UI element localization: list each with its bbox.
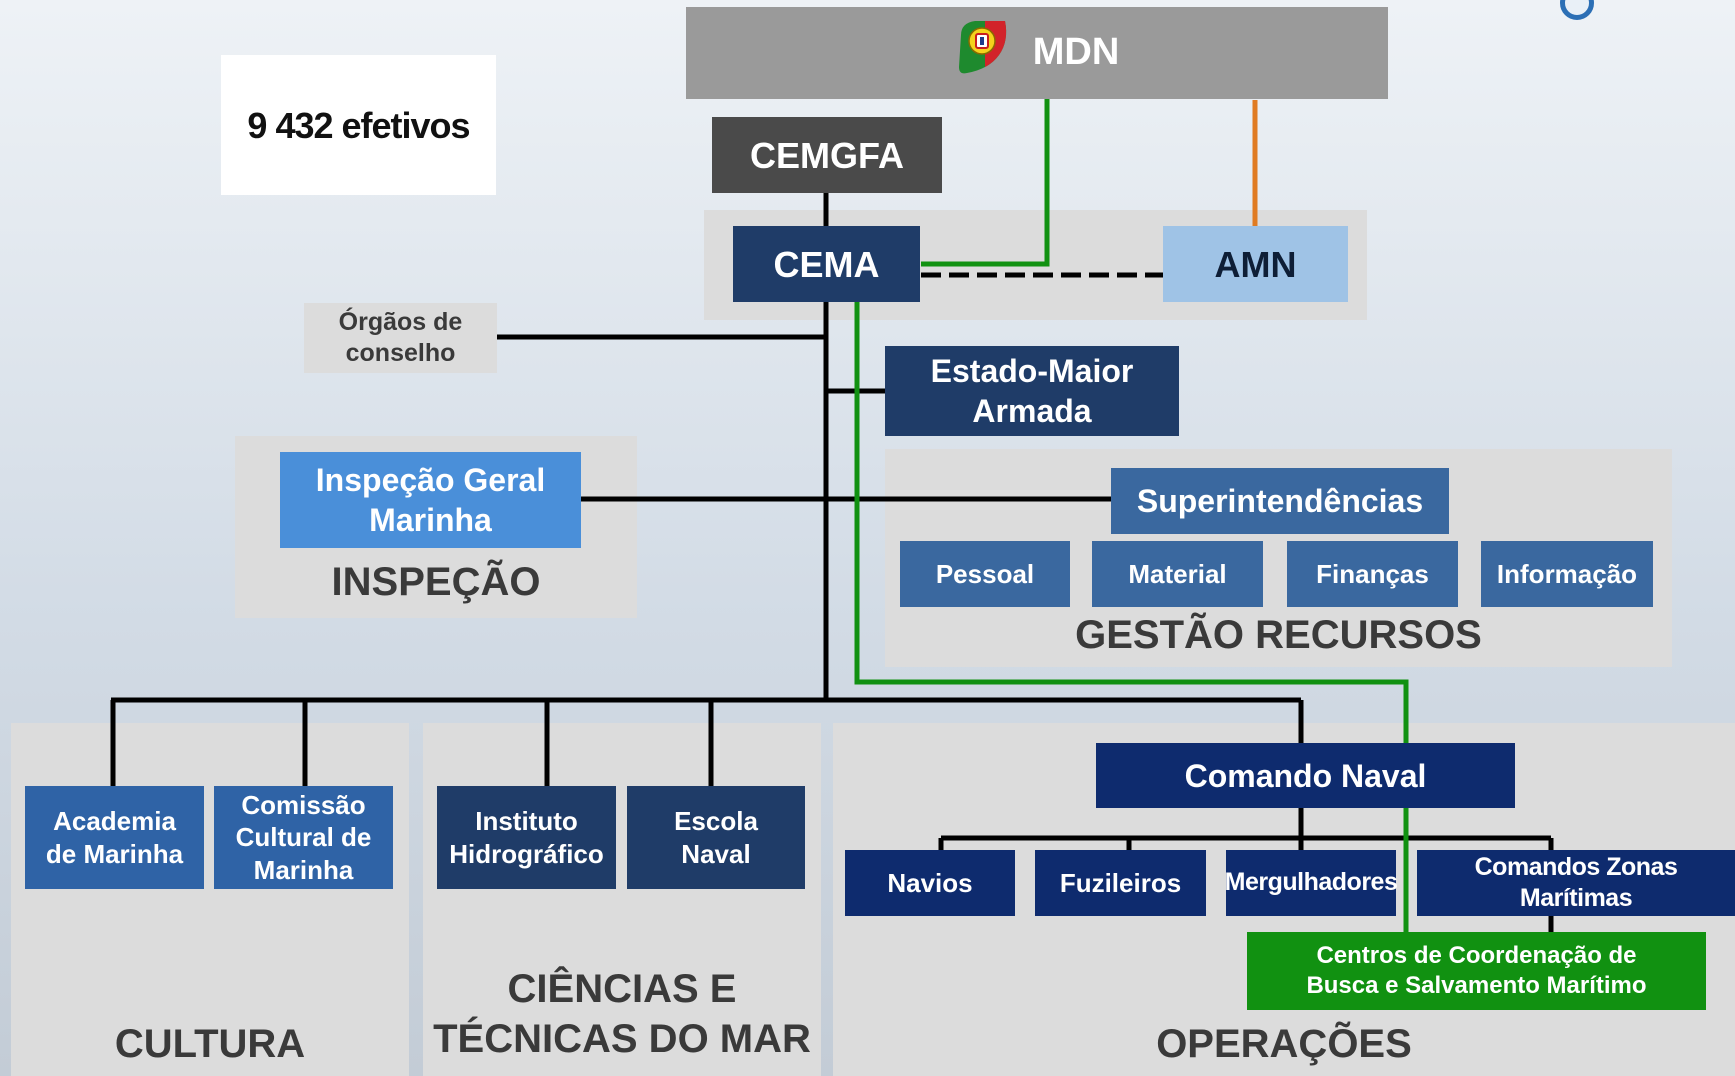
centros-coordenacao-box[interactable]: Centros de Coordenação de Busca e Salvam… <box>1247 932 1706 1010</box>
search-icon[interactable] <box>1560 0 1594 20</box>
orgaos-conselho-box[interactable]: Órgãos de conselho <box>304 303 497 373</box>
operacoes-section-label: OPERAÇÕES <box>833 1016 1735 1072</box>
centros-line-1: Centros de Coordenação de <box>1316 942 1637 969</box>
academia-marinha-box[interactable]: Academia de Marinha <box>25 786 204 889</box>
cema-label: CEMA <box>773 243 880 285</box>
mdn-cema-green-line <box>921 96 1050 267</box>
instituto-hidrografico-box[interactable]: Instituto Hidrográfico <box>437 786 616 889</box>
orgaos-line-2: conselho <box>345 339 456 367</box>
comando-naval-box[interactable]: Comando Naval <box>1096 743 1515 808</box>
estado-maior-armada-box[interactable]: Estado-Maior Armada <box>885 346 1179 436</box>
centros-line-2: Busca e Salvamento Marítimo <box>1306 972 1647 999</box>
academia-line-1: Academia <box>53 806 176 836</box>
inspecao-geral-marinha-box[interactable]: Inspeção Geral Marinha <box>280 452 581 548</box>
comandos-zonas-maritimas-box[interactable]: Comandos Zonas Marítimas <box>1417 850 1735 916</box>
navios-box[interactable]: Navios <box>845 850 1015 916</box>
inspecao-section-label: INSPEÇÃO <box>235 556 637 608</box>
mergulhadores-box[interactable]: Mergulhadores <box>1224 850 1398 916</box>
inspecao-line-2: Marinha <box>369 502 492 538</box>
ciencias-section-line-2: TÉCNICAS DO MAR <box>433 1017 811 1061</box>
fuzileiros-label: Fuzileiros <box>1059 867 1182 898</box>
superintendencias-label: Superintendências <box>1136 483 1424 519</box>
gestao-section-text: GESTÃO RECURSOS <box>1075 613 1482 657</box>
orgaos-line-1: Órgãos de <box>338 307 463 336</box>
escola-line-2: Naval <box>681 838 751 869</box>
comissao-line-3: Marinha <box>253 854 354 885</box>
mdn-label: MDN <box>1032 31 1120 74</box>
operacoes-section-text: OPERAÇÕES <box>1156 1022 1412 1066</box>
material-box[interactable]: Material <box>1092 541 1263 607</box>
cultura-section-label: CULTURA <box>11 1016 409 1072</box>
instituto-line-1: Instituto <box>475 806 578 836</box>
comandos-zonas-maritimas-label: Comandos Zonas Marítimas <box>1474 852 1678 912</box>
ciencias-section-label: CIÊNCIAS E TÉCNICAS DO MAR <box>423 956 821 1072</box>
efetivos-text: 9 432 efetivos <box>247 104 470 146</box>
comando-naval-label: Comando Naval <box>1184 757 1427 794</box>
ciencias-section-line-1: CIÊNCIAS E <box>507 967 737 1011</box>
efetivos-badge: 9 432 efetivos <box>221 55 496 195</box>
fuzileiros-box[interactable]: Fuzileiros <box>1035 850 1206 916</box>
informacao-box[interactable]: Informação <box>1481 541 1653 607</box>
cema-centros-green-line <box>854 300 1409 934</box>
inspecao-line-1: Inspeção Geral <box>315 462 546 498</box>
material-label: Material <box>1128 558 1227 589</box>
instituto-line-2: Hidrográfico <box>449 838 604 869</box>
estado-maior-line-1: Estado-Maior <box>930 353 1134 389</box>
estado-maior-line-2: Armada <box>972 393 1092 429</box>
amn-label: AMN <box>1214 243 1297 285</box>
pessoal-label: Pessoal <box>935 558 1035 589</box>
inspecao-section-text: INSPEÇÃO <box>331 560 541 604</box>
comissao-cultural-box[interactable]: Comissão Cultural de Marinha <box>214 786 393 889</box>
comissao-line-2: Cultural de <box>235 822 372 853</box>
superintendencias-box[interactable]: Superintendências <box>1111 468 1449 534</box>
cemgfa-box[interactable]: CEMGFA <box>712 117 942 193</box>
informacao-label: Informação <box>1496 558 1638 589</box>
cema-box[interactable]: CEMA <box>733 226 920 302</box>
financas-box[interactable]: Finanças <box>1287 541 1458 607</box>
financas-label: Finanças <box>1316 558 1429 589</box>
mdn-box[interactable]: MDN <box>686 7 1388 99</box>
academia-line-2: de Marinha <box>45 838 184 869</box>
mergulhadores-label: Mergulhadores <box>1224 868 1398 897</box>
pessoal-box[interactable]: Pessoal <box>900 541 1070 607</box>
navios-label: Navios <box>887 867 973 898</box>
escola-line-1: Escola <box>674 806 758 836</box>
ciencias-panel <box>423 723 821 1076</box>
amn-box[interactable]: AMN <box>1163 226 1348 302</box>
cemgfa-label: CEMGFA <box>749 134 904 176</box>
portugal-flag-emblem-icon <box>955 15 1011 92</box>
cultura-section-text: CULTURA <box>114 1022 306 1066</box>
comissao-line-1: Comissão <box>241 789 366 820</box>
cultura-panel <box>11 723 409 1076</box>
escola-naval-box[interactable]: Escola Naval <box>627 786 805 889</box>
gestao-section-label: GESTÃO RECURSOS <box>885 609 1672 661</box>
